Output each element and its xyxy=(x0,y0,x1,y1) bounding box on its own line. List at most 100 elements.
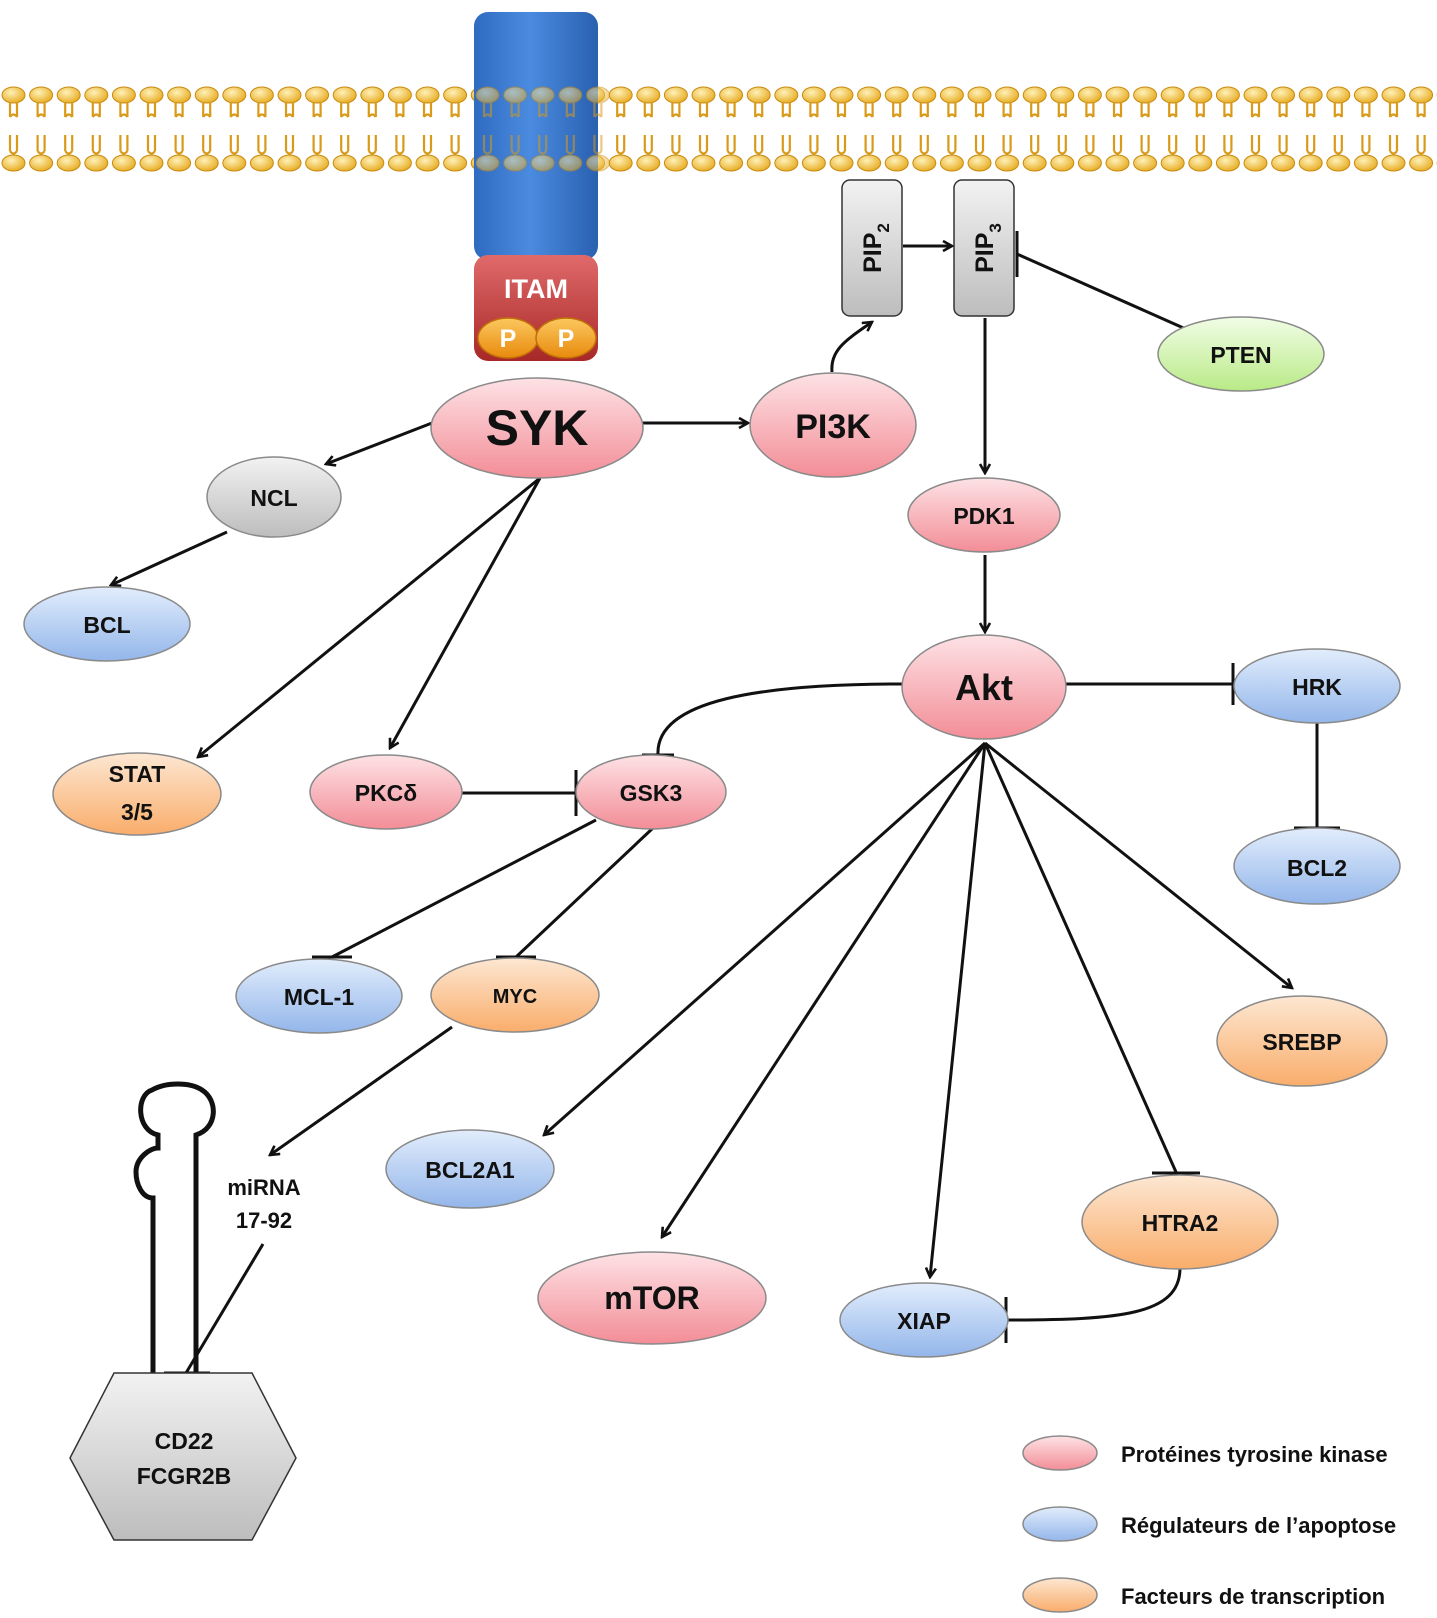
phospholipid xyxy=(361,87,384,171)
legend-label-kinase: Protéines tyrosine kinase xyxy=(1121,1442,1388,1467)
node-pi3k-label: PI3K xyxy=(795,408,871,446)
phospholipid xyxy=(1161,87,1184,171)
phospholipid xyxy=(2,87,25,171)
node-pdk1: PDK1 xyxy=(907,477,1061,553)
node-myc-label: MYC xyxy=(493,986,537,1008)
node-pi3k: PI3K xyxy=(749,372,917,478)
pip2-box: PIP2 xyxy=(841,179,903,317)
node-mtor: mTOR xyxy=(537,1251,767,1345)
legend-label-transcription: Facteurs de transcription xyxy=(1121,1584,1385,1609)
edge-akt-mtor xyxy=(662,742,987,1237)
itam-label: ITAM xyxy=(504,274,568,304)
node-xiap-label: XIAP xyxy=(897,1308,951,1334)
node-bcl2a1: BCL2A1 xyxy=(385,1129,555,1209)
edge-gsk3-mcl1 xyxy=(331,818,597,959)
phospholipid xyxy=(802,87,825,171)
mirna-label-1: miRNA xyxy=(227,1175,300,1200)
phospho-label-1: P xyxy=(500,325,517,353)
edge-gsk3-myc xyxy=(514,826,655,959)
svg-text:PIP3: PIP3 xyxy=(971,223,1005,273)
phospholipid xyxy=(85,87,108,171)
node-bcl: BCL xyxy=(23,586,191,662)
edge-syk-pkcd xyxy=(388,477,542,748)
node-srebp-label: SREBP xyxy=(1262,1029,1341,1055)
legend-label-apoptosis: Régulateurs de l’apoptose xyxy=(1121,1513,1396,1538)
legend-swatch-transcription xyxy=(1022,1577,1098,1613)
phospholipid xyxy=(968,87,991,171)
node-xiap: XIAP xyxy=(839,1282,1009,1358)
phospholipid xyxy=(858,87,881,171)
edges xyxy=(111,231,1340,1375)
legend-item-kinase: Protéines tyrosine kinase xyxy=(1022,1435,1388,1471)
node-pkcd: PKCδ xyxy=(309,754,463,830)
edge-syk-ncl xyxy=(326,421,433,464)
phospholipid xyxy=(278,87,301,171)
phospholipid xyxy=(1382,87,1405,171)
edge-pi3k-pip2 xyxy=(830,322,872,373)
phospholipid xyxy=(1051,87,1074,171)
edge-htra2-xiap xyxy=(1005,1267,1182,1322)
phospholipid xyxy=(1078,87,1101,171)
node-pten-label: PTEN xyxy=(1210,342,1271,368)
node-akt: Akt xyxy=(901,634,1067,740)
node-hrk-label: HRK xyxy=(1292,674,1342,700)
phospholipid xyxy=(250,87,273,171)
phospholipid xyxy=(885,87,908,171)
phospholipid xyxy=(1410,87,1433,171)
node-myc: MYC xyxy=(430,957,600,1033)
phospholipid xyxy=(1106,87,1129,171)
edge-akt-htra2 xyxy=(983,742,1178,1173)
phospholipid xyxy=(1216,87,1239,171)
phospholipid xyxy=(1189,87,1212,171)
node-cd22-fcgr2b: CD22 FCGR2B xyxy=(69,1372,297,1541)
phospholipid xyxy=(1244,87,1267,171)
edge-pten-pip3 xyxy=(1016,252,1189,332)
phospholipid xyxy=(1272,87,1295,171)
legend: Protéines tyrosine kinase Régulateurs de… xyxy=(1022,1435,1396,1613)
node-mtor-label: mTOR xyxy=(604,1280,699,1316)
pip3-label: PIP xyxy=(971,233,999,273)
phospholipid xyxy=(306,87,329,171)
node-gsk3-label: GSK3 xyxy=(620,780,683,806)
node-gsk3: GSK3 xyxy=(575,754,727,830)
phospholipid xyxy=(112,87,135,171)
node-stat: STAT 3/5 xyxy=(52,752,222,836)
phospholipid xyxy=(775,87,798,171)
edge-ncl-bcl xyxy=(111,530,228,585)
phospholipid xyxy=(692,87,715,171)
node-pkcd-label: PKCδ xyxy=(355,780,418,806)
legend-swatch-apoptosis xyxy=(1022,1506,1098,1542)
phospholipid xyxy=(830,87,853,171)
cd22-label-2: FCGR2B xyxy=(137,1463,232,1489)
phospho-label-2: P xyxy=(558,325,575,353)
edge-syk-stat xyxy=(198,476,541,757)
node-bcl2: BCL2 xyxy=(1233,827,1401,905)
phospholipid xyxy=(140,87,163,171)
edge-myc-mirna xyxy=(270,1025,453,1155)
phospholipid xyxy=(747,87,770,171)
receptor: ITAM P P xyxy=(474,12,609,361)
node-bcl-label: BCL xyxy=(83,612,130,638)
phospholipid xyxy=(195,87,218,171)
edge-akt-bcl2a1 xyxy=(544,741,986,1135)
edge-mirna-cd22 xyxy=(184,1243,265,1374)
phospholipid xyxy=(940,87,963,171)
phospholipid xyxy=(333,87,356,171)
legend-swatch-kinase xyxy=(1022,1435,1098,1471)
node-htra2-label: HTRA2 xyxy=(1142,1210,1219,1236)
node-srebp: SREBP xyxy=(1216,995,1388,1087)
pip3-box: PIP3 xyxy=(953,179,1015,317)
phospholipid xyxy=(609,87,632,171)
cd22-label-1: CD22 xyxy=(155,1428,214,1454)
node-syk: SYK xyxy=(430,377,644,479)
phospholipid xyxy=(1354,87,1377,171)
phospholipid xyxy=(57,87,80,171)
phospholipid xyxy=(416,87,439,171)
node-htra2: HTRA2 xyxy=(1081,1174,1279,1270)
node-pten: PTEN xyxy=(1157,316,1325,392)
pip2-label: PIP xyxy=(859,233,887,273)
phospholipid xyxy=(1327,87,1350,171)
pip3-subscript: 3 xyxy=(986,223,1005,232)
phospholipid xyxy=(1134,87,1157,171)
